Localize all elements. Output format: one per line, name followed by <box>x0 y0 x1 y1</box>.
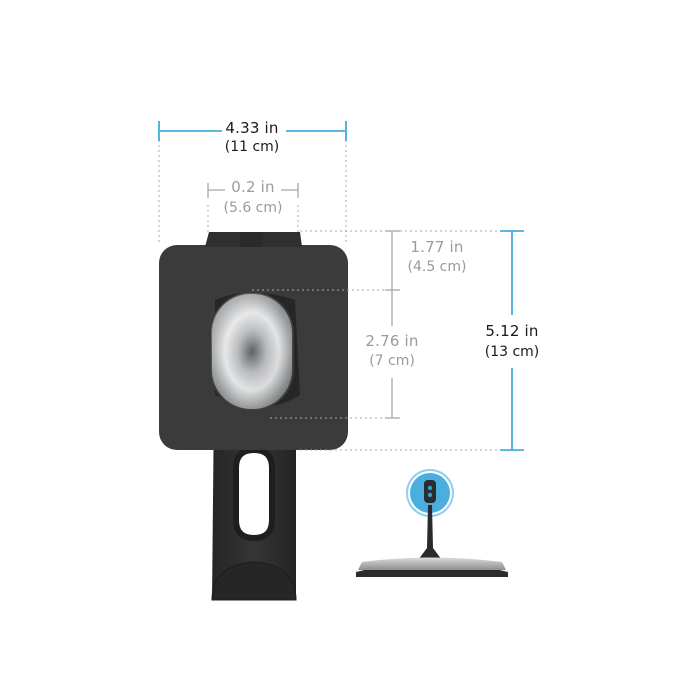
total-height-secondary-label: (13 cm) <box>484 344 540 360</box>
dim-total-height <box>500 230 524 451</box>
magnet-height-secondary-label: (7 cm) <box>369 353 415 369</box>
magnet-height-primary-label: 2.76 in <box>365 332 419 350</box>
total-width-secondary-label: (11 cm) <box>224 139 280 155</box>
neck-width-primary-label: 0.2 in <box>231 178 275 196</box>
total-width-primary-label: 4.33 in <box>225 119 279 137</box>
magnetic-disc <box>210 292 294 411</box>
upper-height-secondary-label: (4.5 cm) <box>407 259 467 275</box>
upper-height-primary-label: 1.77 in <box>410 238 464 256</box>
guide-lines <box>158 140 510 451</box>
neck-width-secondary-label: (5.6 cm) <box>223 200 283 216</box>
dim-total-width <box>158 121 347 141</box>
monitor-mount-inset-icon <box>356 469 508 577</box>
dim-neck-width <box>207 183 299 198</box>
dim-magnet-height <box>385 290 400 419</box>
total-height-primary-label: 5.12 in <box>485 322 539 340</box>
